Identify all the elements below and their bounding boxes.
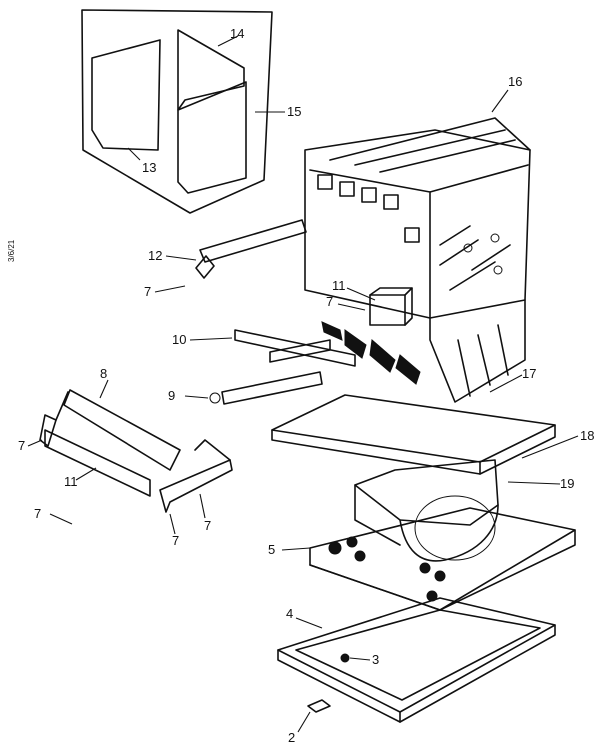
callout-17: 15 [287,104,301,119]
callout-13: 11 [332,278,346,293]
orifice-tube [209,371,323,405]
base-panel [309,507,576,611]
baffle-panel-assembly [81,9,273,214]
burner-rail-frame [39,389,181,497]
burner-tray [271,394,556,475]
callout-7-b: 7 [326,294,333,309]
callout-15: 13 [142,160,156,175]
callout-9: 7 [18,438,25,453]
callout-20: 18 [580,428,594,443]
callout-7-c: 7 [34,506,41,521]
panel-clip [307,699,331,713]
callout-14: 12 [148,248,162,263]
callout-21: 19 [560,476,574,491]
callout-7-a: 7 [144,284,151,299]
callout-6: 7 [172,533,179,548]
pilot-bracket [195,219,307,279]
callout-3: 4 [286,606,293,621]
callout-11: 9 [168,388,175,403]
callout-1: 2 [288,730,295,745]
callout-16: 14 [230,26,244,41]
callout-8: 11 [64,474,78,489]
gas-valve-control [369,287,413,326]
callout-19: 17 [522,366,536,381]
callout-labels: 14 15 13 16 12 7 11 7 10 9 8 7 11 7 7 7 … [18,26,594,745]
callout-18: 16 [508,74,522,89]
side-mark: 3/6/21 [7,239,16,262]
callout-12: 10 [172,332,186,347]
screw-2 [340,653,350,663]
callout-5: 7 [204,518,211,533]
callout-10: 8 [100,366,107,381]
burner-ports [321,321,421,385]
blower-assembly [354,459,499,562]
gas-manifold [234,329,356,367]
callout-2: 3 [372,652,379,667]
heat-exchanger-assembly [304,117,531,403]
bracket-support [159,439,233,513]
bottom-panel-frame [277,597,556,723]
callout-4: 5 [268,542,275,557]
